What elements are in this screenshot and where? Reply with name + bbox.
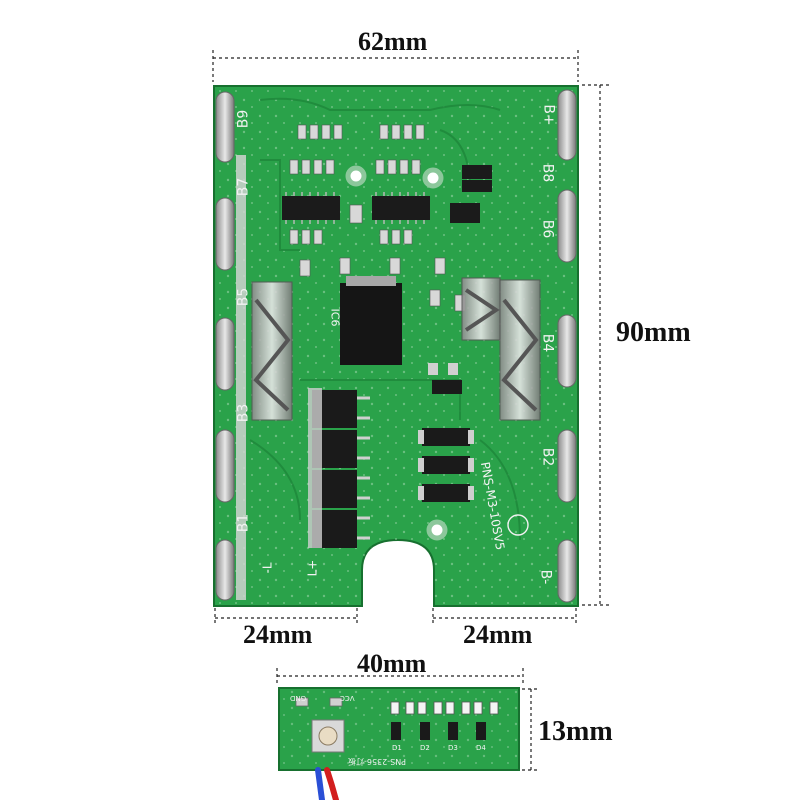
led-board <box>278 687 520 800</box>
power-transistor <box>340 276 402 365</box>
led-board-part-number: PNS-2356-灯板 <box>348 757 407 766</box>
mounting-holes <box>345 165 448 541</box>
dimension-small-width: 40mm <box>357 649 427 678</box>
main-pcb <box>213 85 579 607</box>
led-label-d1: D1 <box>392 744 402 752</box>
ic-chips <box>282 165 492 224</box>
pad-label-b6: B6 <box>539 219 556 239</box>
led-label-d4: D4 <box>476 744 486 752</box>
dimension-height-right: 90mm <box>616 317 691 348</box>
led-label-d2: D2 <box>420 744 430 752</box>
terminal-pos-label: L+ <box>305 559 320 577</box>
metal-clips <box>251 277 541 421</box>
led-board-gnd-label: GND <box>290 694 307 702</box>
pad-label-b9: B9 <box>235 109 252 129</box>
led-board-contacts <box>295 697 343 707</box>
dimension-small-height: 13mm <box>538 716 613 747</box>
pad-label-b3: B3 <box>235 403 252 423</box>
right-pads <box>557 89 577 603</box>
dimension-width-top: 62mm <box>358 27 428 56</box>
diode-grid <box>418 363 474 502</box>
dimension-lines <box>212 50 610 771</box>
led-board-vcc-label: VCC <box>340 694 355 702</box>
dimension-bottom-left: 24mm <box>243 620 313 649</box>
mosfet-array <box>308 388 370 548</box>
pad-label-b1: B1 <box>235 513 252 533</box>
terminal-neg-label: -L <box>260 562 275 574</box>
pad-label-b5: B5 <box>235 287 252 307</box>
push-button <box>311 719 345 753</box>
pad-label-b2: B2 <box>539 447 556 467</box>
left-pads <box>215 91 235 601</box>
pad-label-b7: B7 <box>235 177 252 197</box>
pad-label-b-plus: B+ <box>540 104 557 126</box>
led-diodes <box>391 722 486 740</box>
pad-label-b8: B8 <box>539 163 556 183</box>
wires <box>315 767 339 800</box>
chip-label: IC6 <box>328 308 342 327</box>
smd-components <box>289 124 466 312</box>
dimension-bottom-right: 24mm <box>463 620 533 649</box>
terminal-marks <box>507 514 529 536</box>
pad-label-b4: B4 <box>539 333 556 353</box>
led-label-d3: D3 <box>448 744 458 752</box>
led-array <box>390 701 499 715</box>
pad-label-b-minus: B- <box>537 569 554 585</box>
